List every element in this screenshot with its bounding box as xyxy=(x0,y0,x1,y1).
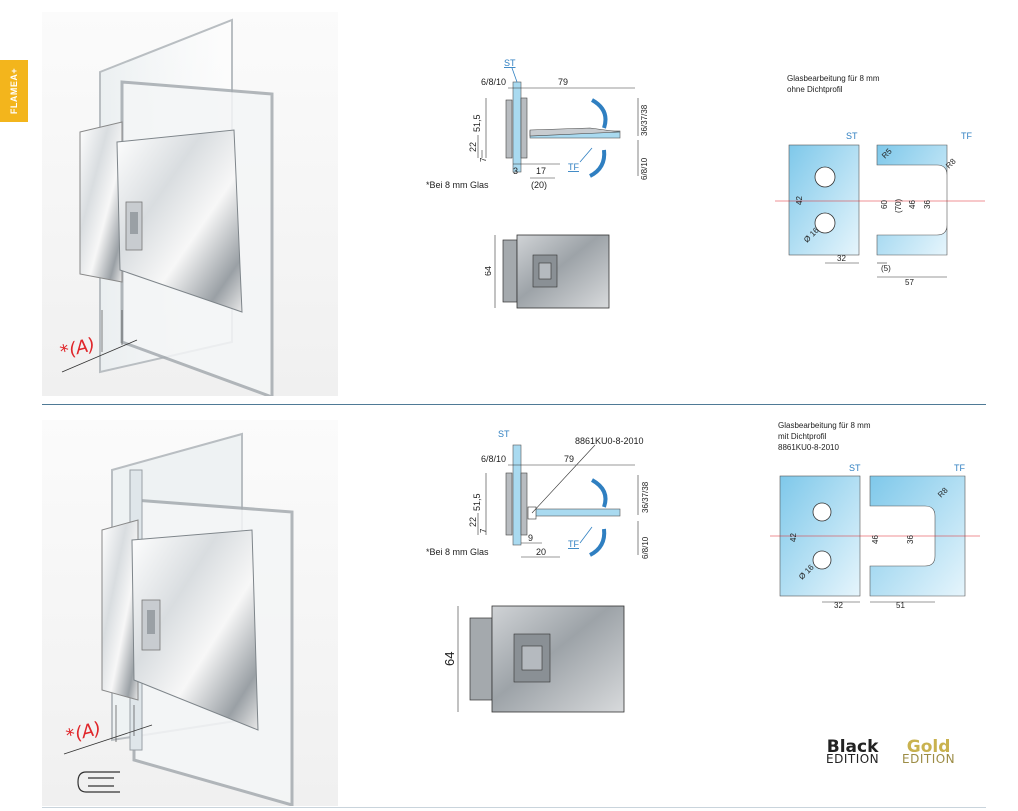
dim-6-10: 6/8/10 xyxy=(640,157,649,180)
glass-cutout-drawing-bottom: ST TF R8 42 Ø 16 46 36 32 51 xyxy=(770,463,980,610)
cut-46: 46 xyxy=(908,200,917,209)
processing-subtitle: mit Dichtprofil xyxy=(778,432,827,441)
label-tf: TF xyxy=(568,162,579,172)
black-edition-sub: EDITION xyxy=(826,752,880,767)
hinge-side-drawing-bottom: ST TF 8861KU0-8-2010 6/8/10 79 51,5 22 7… xyxy=(468,429,650,559)
dim-51-5: 51,5 xyxy=(472,114,482,132)
dim-22: 22 xyxy=(468,517,478,527)
cut-42: 42 xyxy=(795,196,804,205)
gold-edition-sub: EDITION xyxy=(902,752,956,767)
cut-32: 32 xyxy=(837,254,846,263)
gold-edition-word: Gold xyxy=(906,737,951,757)
gold-edition-logo: Gold EDITION xyxy=(902,737,956,767)
hinge-illustration-bottom xyxy=(63,432,294,806)
bottom-rule xyxy=(42,807,986,808)
cut-51: 51 xyxy=(896,601,905,610)
processing-title: Glasbearbeitung für 8 mm xyxy=(787,74,880,83)
cut-label-tf: TF xyxy=(961,131,972,141)
dim-22: 22 xyxy=(468,142,478,152)
dim-51-5: 51,5 xyxy=(472,493,482,511)
label-st: ST xyxy=(498,429,510,439)
processing-part-number: 8861KU0-8-2010 xyxy=(778,443,839,452)
dim-6-10: 6/8/10 xyxy=(641,536,650,559)
section-tab-label: FLAMEA+ xyxy=(9,67,19,115)
glass-cutout-drawing-top: ST TF R5 R8 42 Ø 16 60 (70) 46 36 32 (5)… xyxy=(775,131,985,285)
part-number: 8861KU0-8-2010 xyxy=(575,436,644,446)
dim-9: 9 xyxy=(528,533,533,543)
hinge-photo-top: *(A) xyxy=(42,12,338,396)
cut-42: 42 xyxy=(789,533,798,542)
hinge-side-drawing-top: ST TF 6/8/10 79 51,5 22 7 3 17 (20) 36/3… xyxy=(468,58,649,190)
section-tab: FLAMEA+ xyxy=(0,60,28,122)
dim-7: 7 xyxy=(479,157,488,162)
cut-label-st: ST xyxy=(849,463,861,473)
dim-7: 7 xyxy=(479,528,488,533)
cut-60: 60 xyxy=(880,200,889,209)
dim-79: 79 xyxy=(564,454,574,464)
label-st: ST xyxy=(504,58,516,68)
dim-20: 20 xyxy=(536,547,546,557)
hinge-front-drawing-top: 64 xyxy=(485,234,610,309)
note-8mm: *Bei 8 mm Glas xyxy=(426,180,489,190)
dim-36-38: 36/37/38 xyxy=(640,104,649,136)
dim-glass: 6/8/10 xyxy=(481,77,506,87)
cut-46: 46 xyxy=(871,535,880,544)
cut-label-st: ST xyxy=(846,131,858,141)
dim-20: (20) xyxy=(531,180,547,190)
dim-79: 79 xyxy=(558,77,568,87)
cut-36: 36 xyxy=(923,200,932,209)
cut-5: (5) xyxy=(881,264,891,273)
label-tf: TF xyxy=(568,539,579,549)
black-edition-word: Black xyxy=(826,737,879,757)
cut-label-tf: TF xyxy=(954,463,965,473)
hinge-illustration-top xyxy=(61,18,274,396)
section-divider xyxy=(42,404,986,405)
note-8mm: *Bei 8 mm Glas xyxy=(426,547,489,557)
hinge-front-drawing-bottom: 64 xyxy=(442,605,625,713)
processing-title: Glasbearbeitung für 8 mm xyxy=(778,421,871,430)
cut-70: (70) xyxy=(894,198,903,213)
dim-64: 64 xyxy=(442,652,457,666)
cut-36: 36 xyxy=(906,535,915,544)
processing-subtitle: ohne Dichtprofil xyxy=(787,85,843,94)
dim-64: 64 xyxy=(485,266,493,276)
dim-36-38: 36/37/38 xyxy=(641,481,650,513)
cut-32: 32 xyxy=(834,601,843,610)
black-edition-logo: Black EDITION xyxy=(826,737,880,767)
hinge-photo-bottom: *(A) xyxy=(42,420,338,806)
dim-17: 17 xyxy=(536,166,546,176)
dim-3: 3 xyxy=(513,166,518,176)
dim-glass: 6/8/10 xyxy=(481,454,506,464)
cut-57: 57 xyxy=(905,278,914,285)
